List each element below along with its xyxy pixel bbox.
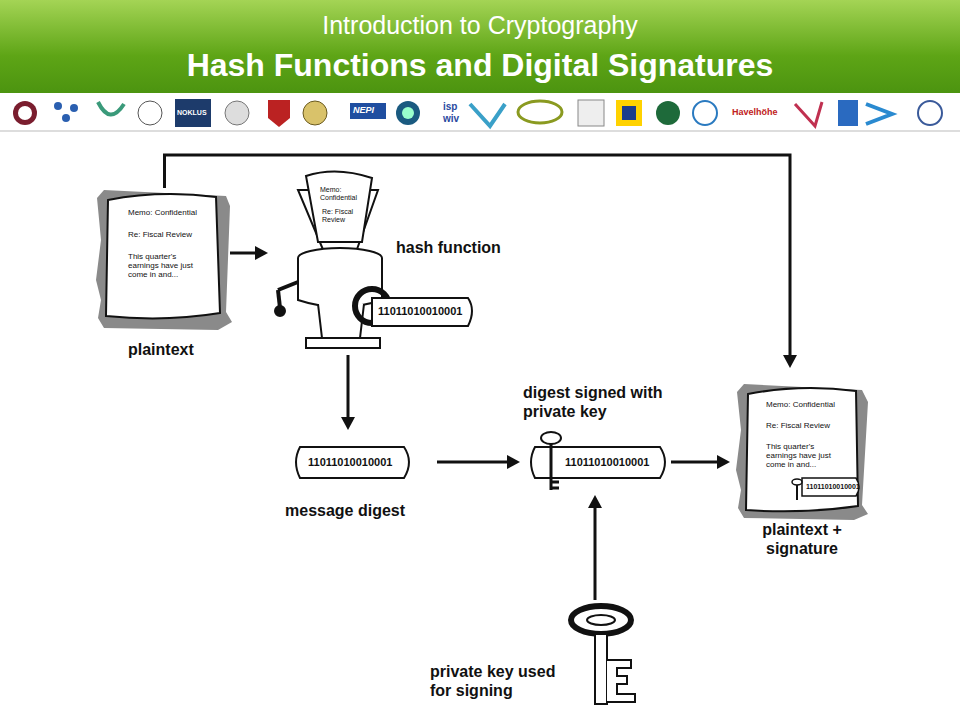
memo-text: Memo: Confidential bbox=[766, 400, 836, 409]
logo-text: NEPI bbox=[353, 105, 387, 116]
connector-arrow bbox=[437, 455, 520, 469]
logos bbox=[13, 99, 942, 127]
connector-line bbox=[437, 461, 510, 464]
slide-title: Hash Functions and Digital Signatures bbox=[0, 46, 960, 84]
slide-subtitle: Introduction to Cryptography bbox=[0, 10, 960, 40]
connector-line bbox=[347, 355, 350, 420]
connector-arrow bbox=[588, 495, 602, 600]
arrow-head bbox=[783, 355, 797, 368]
digest-node: message digest 11011010010001 bbox=[285, 430, 437, 525]
hash-grinder bbox=[275, 171, 472, 348]
connector-line bbox=[230, 252, 258, 255]
signed-document-node: plaintext + signature Memo: ConfidentialR… bbox=[730, 368, 875, 583]
document-node: plaintext Memo: ConfidentialRe: Fiscal Re… bbox=[95, 188, 230, 361]
node-caption: message digest bbox=[285, 501, 435, 520]
connector-arrow bbox=[230, 246, 268, 260]
connector-line bbox=[594, 505, 597, 600]
memo-text: Memo: Confidential bbox=[128, 208, 198, 217]
signed-digest-node: digest signed with private key 1101101001… bbox=[520, 380, 671, 495]
digest-digits: 11011010010001 bbox=[565, 456, 659, 469]
node-caption: digest signed with private key bbox=[523, 383, 669, 421]
document-icon bbox=[96, 190, 232, 330]
key-node: private key used for signing bbox=[425, 600, 660, 708]
digest-digits: 11011010010001 bbox=[308, 456, 402, 469]
digest-strip bbox=[296, 447, 409, 478]
logo-text: NOKLUS bbox=[177, 109, 211, 117]
memo-text: Memo: Confidential bbox=[320, 186, 364, 202]
node-caption: plaintext bbox=[128, 340, 228, 359]
digest-digits: 11011010010001 bbox=[806, 483, 854, 491]
logo-text: isp bbox=[443, 101, 467, 112]
memo-text: Re: Fiscal Review bbox=[322, 208, 360, 224]
arrow-head bbox=[588, 495, 602, 508]
logo-text: Havelhöhe bbox=[732, 107, 788, 118]
node-caption: hash function bbox=[396, 238, 526, 257]
logo-strip bbox=[0, 94, 960, 130]
connector-line bbox=[165, 155, 791, 358]
connector-arrow bbox=[671, 455, 730, 469]
memo-text: This quarter's earnings have just come i… bbox=[766, 442, 846, 470]
memo-text: This quarter's earnings have just come i… bbox=[128, 252, 208, 280]
hash-node: hash function Memo: ConfidentialRe: Fisca… bbox=[268, 165, 530, 355]
memo-text: Re: Fiscal Review bbox=[128, 230, 198, 239]
signed-digest bbox=[531, 432, 665, 490]
key-icon bbox=[571, 606, 635, 704]
arrow-head bbox=[255, 246, 268, 260]
connector-arrow bbox=[341, 355, 355, 430]
node-caption: private key used for signing bbox=[430, 662, 570, 700]
logo-text: wiv bbox=[443, 113, 467, 124]
connector-arrow bbox=[165, 155, 798, 368]
arrow-head bbox=[717, 455, 730, 469]
connector-line bbox=[671, 461, 720, 464]
arrow-head bbox=[341, 417, 355, 430]
memo-text: Re: Fiscal Review bbox=[766, 421, 836, 430]
arrow-head bbox=[507, 455, 520, 469]
signed-document bbox=[736, 384, 868, 520]
digest-digits: 11011010010001 bbox=[378, 305, 468, 318]
node-caption: plaintext + signature bbox=[760, 520, 844, 558]
